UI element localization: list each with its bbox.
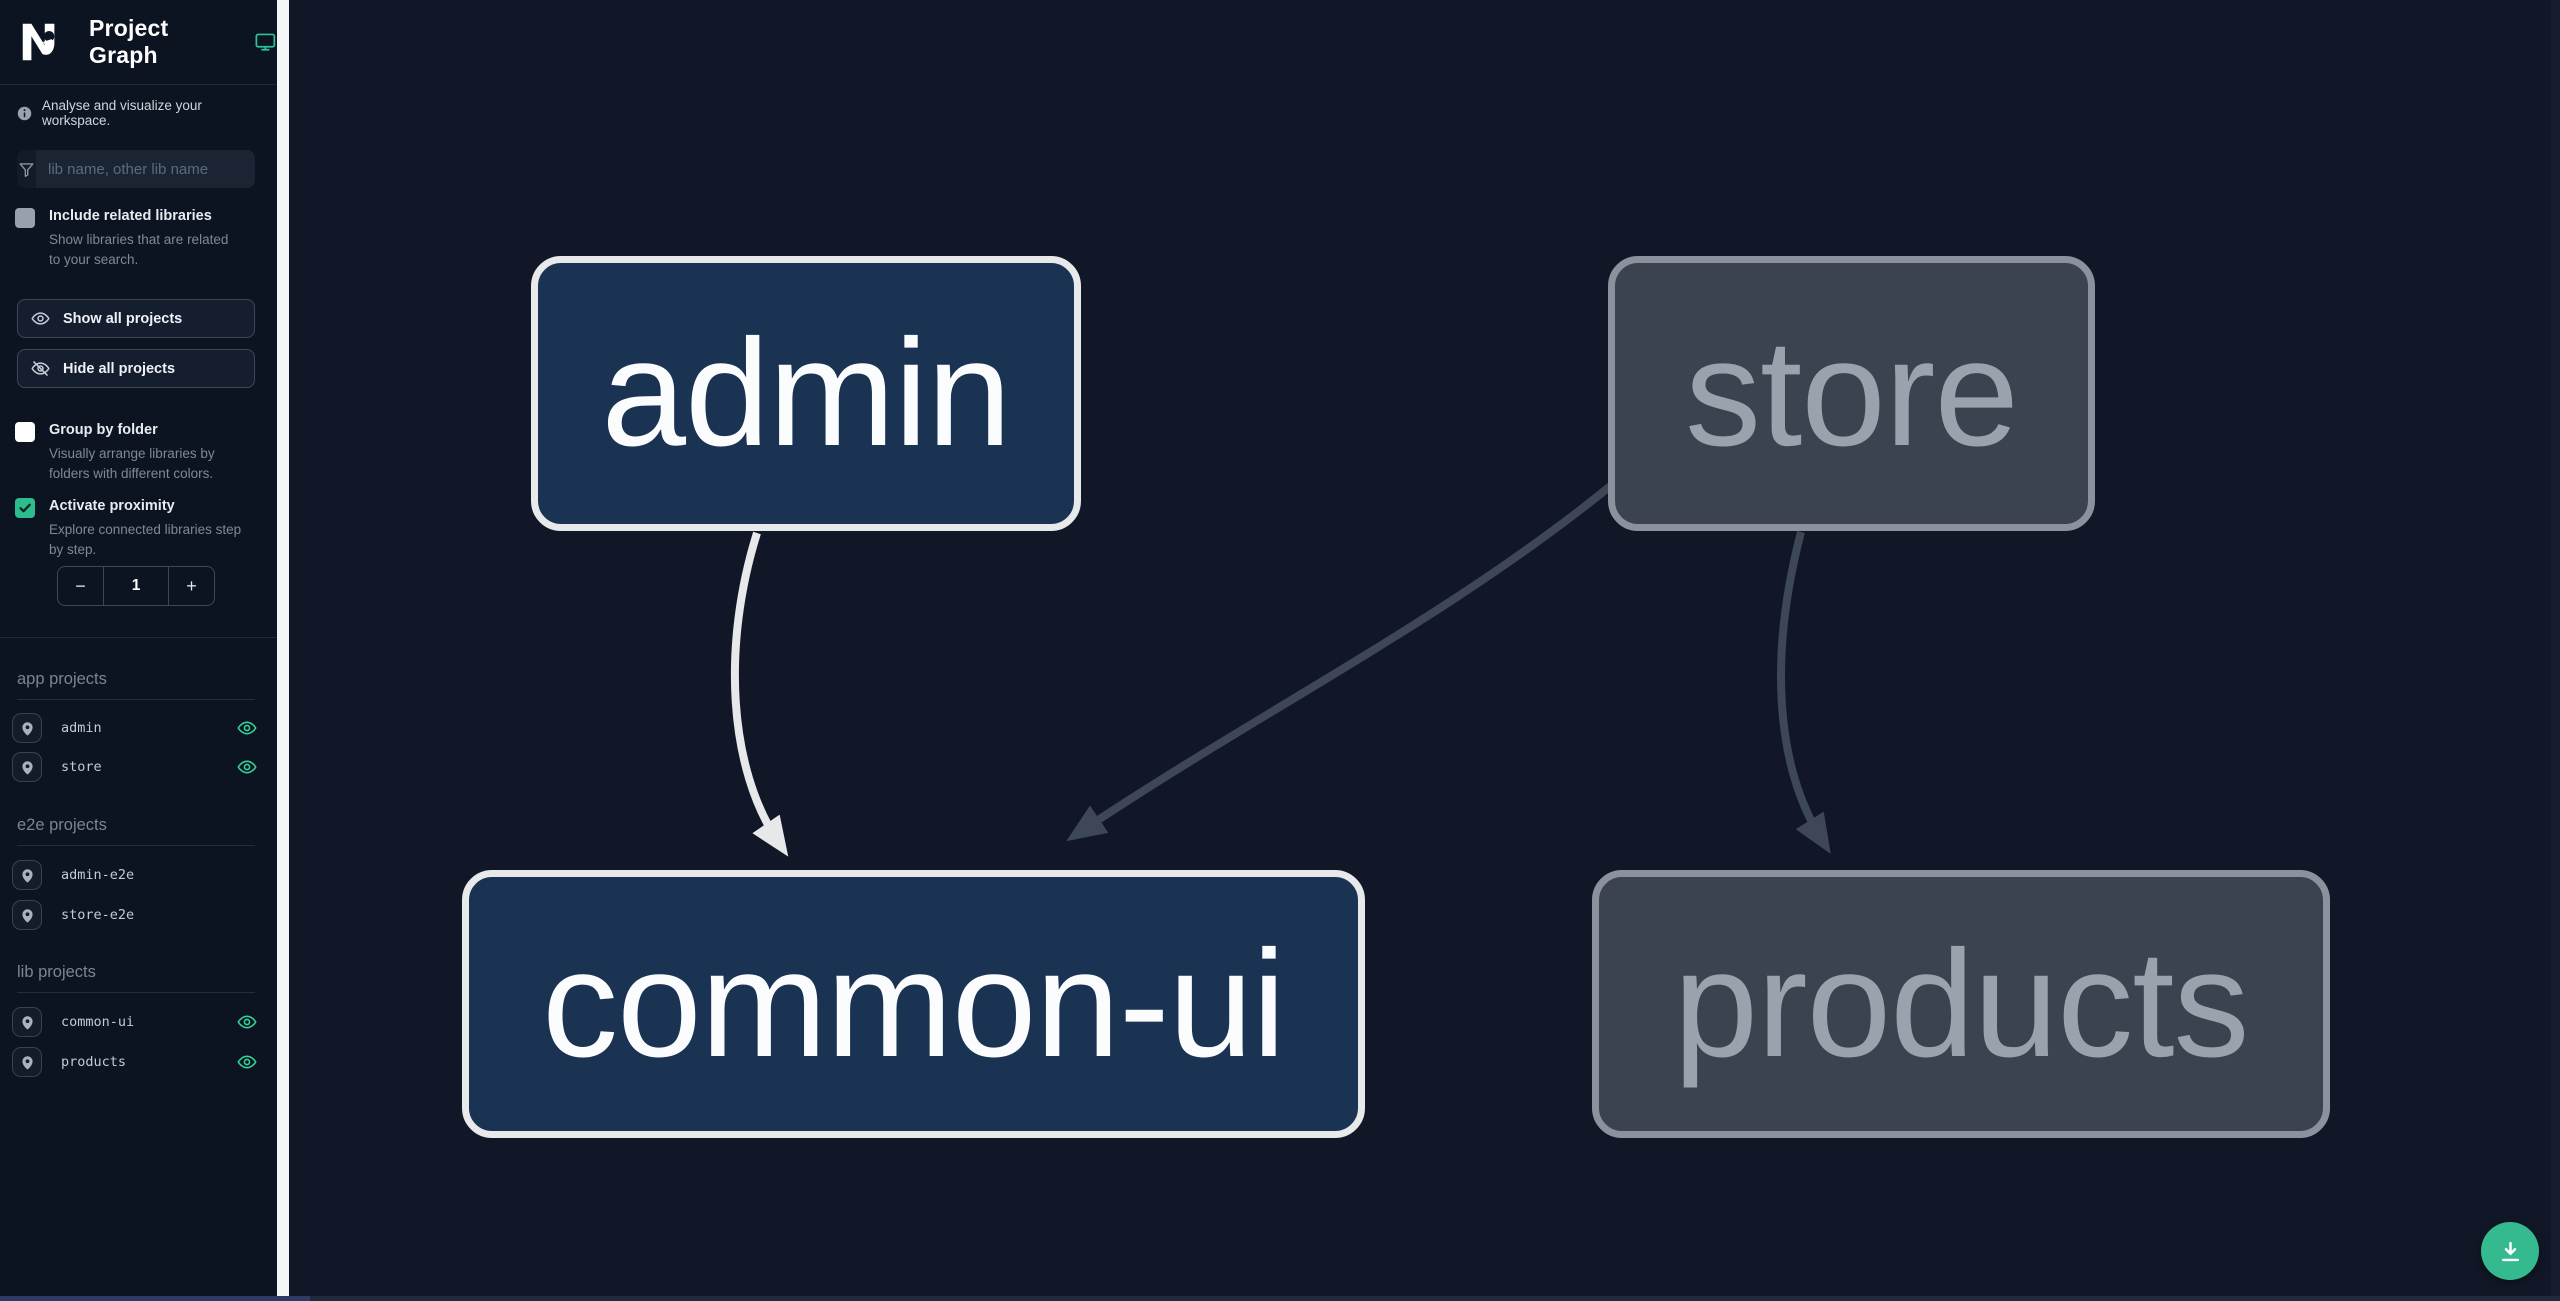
- proximity-depth-value: 1: [103, 566, 169, 606]
- project-search: [17, 150, 255, 188]
- checkbox-label: Group by folder: [49, 422, 158, 438]
- search-input[interactable]: [36, 150, 255, 188]
- map-pin-icon: [21, 760, 33, 775]
- include-related-option: Include related libraries Show libraries…: [15, 207, 243, 270]
- section-title-lib-projects: lib projects: [17, 963, 255, 993]
- checkbox-description: Explore connected libraries step by step…: [49, 521, 242, 557]
- sidebar: Project Graph Analyse and visualize your…: [0, 0, 277, 1301]
- hide-all-projects-button[interactable]: Hide all projects: [17, 349, 255, 388]
- map-pin-icon: [21, 908, 33, 923]
- edge-store-to-products[interactable]: [1777, 530, 1831, 854]
- decrement-button[interactable]: −: [57, 566, 104, 606]
- intro-text: Analyse and visualize your workspace.: [42, 98, 202, 128]
- toggle-visibility-eye-icon[interactable]: [235, 755, 259, 779]
- button-label: Hide all projects: [63, 360, 176, 377]
- project-name: store: [61, 759, 102, 775]
- toggle-visibility-eye-icon[interactable]: [235, 1050, 259, 1074]
- section-title-e2e-projects: e2e projects: [17, 816, 255, 846]
- project-row-store: store: [12, 749, 265, 785]
- app-title: Project Graph: [89, 15, 169, 68]
- page-vertical-scrollbar[interactable]: [2551, 0, 2560, 1301]
- edge-store-to-common-ui[interactable]: [1066, 470, 1628, 842]
- section-title-app-projects: app projects: [17, 670, 255, 700]
- group-by-folder-option: Group by folder Visually arrange librari…: [15, 421, 243, 484]
- filter-funnel-icon: [17, 150, 36, 188]
- map-pin-icon: [21, 868, 33, 883]
- sidebar-divider: [0, 637, 277, 638]
- eye-slash-icon: [31, 361, 50, 376]
- horizontal-scrollbar-thumb[interactable]: [0, 1296, 310, 1301]
- node-label: products: [1673, 918, 2250, 1089]
- eye-icon: [31, 312, 50, 325]
- graph-node-store[interactable]: store: [1608, 256, 2095, 531]
- info-icon: [17, 106, 32, 120]
- include-related-checkbox[interactable]: [15, 208, 35, 228]
- page-horizontal-scrollbar[interactable]: [0, 1296, 2560, 1301]
- checkbox-label: Activate proximity: [49, 498, 175, 514]
- project-name: common-ui: [61, 1014, 135, 1030]
- monitor-icon[interactable]: [254, 30, 277, 54]
- increment-button[interactable]: +: [168, 566, 215, 606]
- download-graph-button[interactable]: [2481, 1222, 2539, 1280]
- project-row-common-ui: common-ui: [12, 1004, 265, 1040]
- map-pin-icon: [21, 1015, 33, 1030]
- project-name: admin-e2e: [61, 867, 135, 883]
- sidebar-header: Project Graph: [0, 0, 277, 85]
- project-name: products: [61, 1054, 127, 1070]
- focus-project-button[interactable]: [12, 1047, 42, 1077]
- toggle-visibility-eye-icon[interactable]: [235, 1010, 259, 1034]
- project-name: admin: [61, 720, 102, 736]
- node-label: common-ui: [542, 918, 1286, 1089]
- button-label: Show all projects: [63, 310, 183, 327]
- checkbox-description: Show libraries that are related to your …: [49, 231, 229, 267]
- checkbox-description: Visually arrange libraries by folders wi…: [49, 445, 215, 481]
- focus-project-button[interactable]: [12, 752, 42, 782]
- map-pin-icon: [21, 1055, 33, 1070]
- project-row-admin: admin: [12, 710, 265, 746]
- focus-project-button[interactable]: [12, 900, 42, 930]
- project-row-products: products: [12, 1044, 265, 1080]
- graph-node-admin[interactable]: admin: [531, 256, 1081, 531]
- activate-proximity-option: Activate proximity Explore connected lib…: [15, 497, 243, 560]
- proximity-depth-stepper: − 1 +: [57, 566, 215, 606]
- graph-node-common-ui[interactable]: common-ui: [462, 870, 1365, 1138]
- group-by-folder-checkbox[interactable]: [15, 422, 35, 442]
- node-label: store: [1685, 308, 2019, 478]
- project-row-store-e2e: store-e2e: [12, 897, 265, 933]
- toggle-visibility-eye-icon[interactable]: [235, 716, 259, 740]
- project-row-admin-e2e: admin-e2e: [12, 857, 265, 893]
- download-icon: [2501, 1241, 2519, 1261]
- graph-node-products[interactable]: products: [1592, 870, 2330, 1138]
- focus-project-button[interactable]: [12, 860, 42, 890]
- map-pin-icon: [21, 721, 33, 736]
- focus-project-button[interactable]: [12, 1007, 42, 1037]
- nx-logo: [22, 23, 55, 61]
- project-name: store-e2e: [61, 907, 135, 923]
- sidebar-scrollbar[interactable]: [277, 0, 289, 1301]
- show-all-projects-button[interactable]: Show all projects: [17, 299, 255, 338]
- workspace-intro: Analyse and visualize your workspace.: [17, 98, 265, 128]
- check-icon: [19, 503, 31, 513]
- activate-proximity-checkbox[interactable]: [15, 498, 35, 518]
- node-label: admin: [601, 308, 1012, 478]
- checkbox-label: Include related libraries: [49, 208, 212, 224]
- focus-project-button[interactable]: [12, 713, 42, 743]
- edge-admin-to-common-ui[interactable]: [730, 531, 789, 857]
